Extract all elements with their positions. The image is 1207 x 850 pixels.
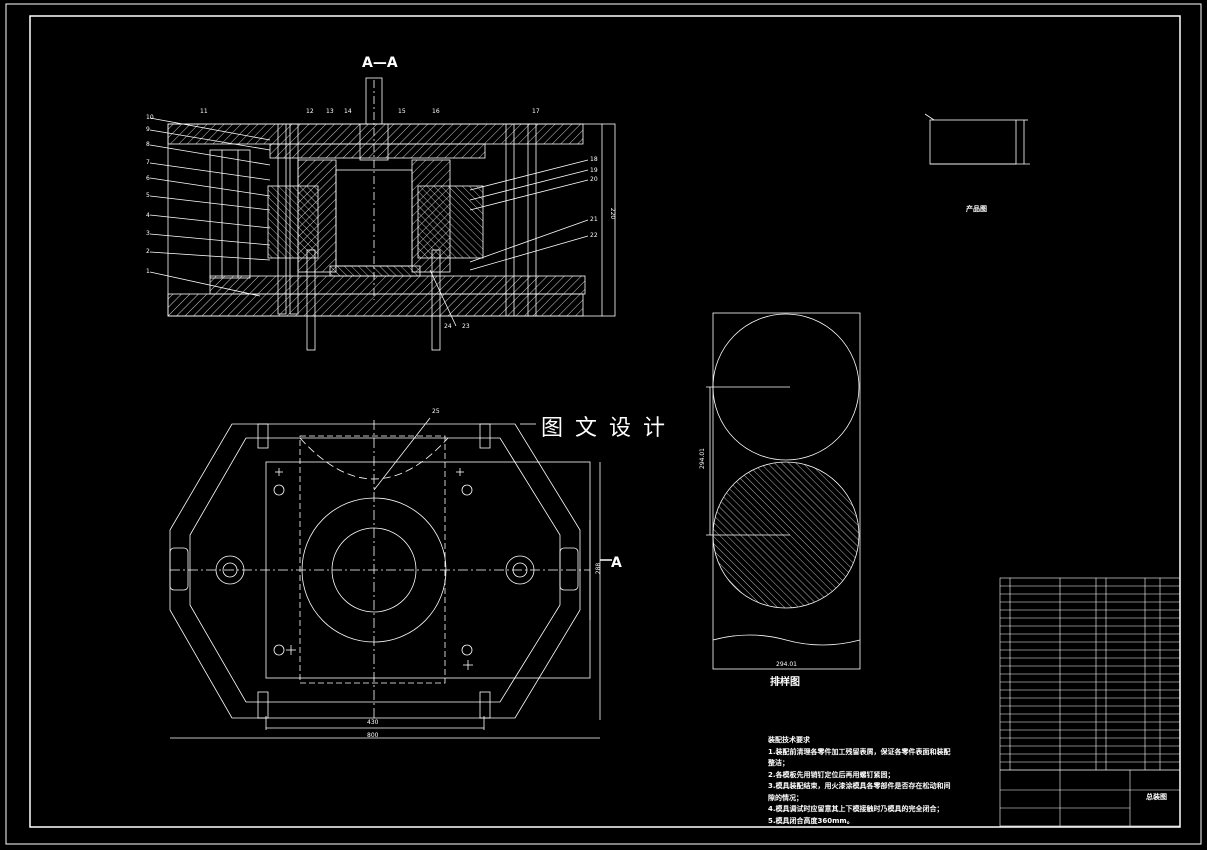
notes-line: 1.装配前清理各零件加工残留表屑，保证各零件表面和装配 xyxy=(768,747,951,756)
notes-line: 2.各模板先用销钉定位后再用螺钉紧固； xyxy=(768,770,895,779)
section-view xyxy=(149,77,616,351)
section-title: A—A xyxy=(362,55,398,71)
part-number-label: 6 xyxy=(146,175,150,182)
part-number-label: 20 xyxy=(590,176,598,183)
part-number-label: 24 xyxy=(444,323,452,330)
watermark: 图文设计 xyxy=(541,416,678,441)
part-number-label: 22 xyxy=(590,232,598,239)
dim-430: 430 xyxy=(367,719,379,726)
notes-heading: 装配技术要求 xyxy=(768,736,810,744)
plan-view xyxy=(169,417,612,739)
part-number-label: 23 xyxy=(462,323,470,330)
part-number-label: 4 xyxy=(146,212,150,219)
dim-layout-bottom: 294.01 xyxy=(776,661,797,668)
dim-800: 800 xyxy=(367,732,379,739)
part-number-label: 5 xyxy=(146,192,150,199)
inner-frame xyxy=(29,15,1181,828)
outer-frame xyxy=(5,3,1202,845)
part-number-label: 14 xyxy=(344,108,352,115)
title-block-name: 总装图 xyxy=(1146,793,1167,801)
part-number-label: 7 xyxy=(146,159,150,166)
assembly-notes: 装配技术要求 1.装配前清理各零件加工残留表屑，保证各零件表面和装配 整洁； 2… xyxy=(768,735,951,827)
dim-side: 220 xyxy=(609,207,617,220)
part-number-label: 16 xyxy=(432,108,440,115)
cutting-plane-label: A xyxy=(611,555,622,571)
dim-layout-pitch: 294.01 xyxy=(699,448,706,469)
notes-line: 5.模具闭合高度360mm。 xyxy=(768,816,854,825)
part-number-label: 25 xyxy=(432,408,440,415)
part-number-label: 12 xyxy=(306,108,314,115)
product-caption: 产品图 xyxy=(966,205,987,213)
part-number-label: 2 xyxy=(146,248,150,255)
part-number-label: 10 xyxy=(146,114,154,121)
dim-288: 288 xyxy=(595,562,603,575)
part-number-label: 18 xyxy=(590,156,598,163)
part-number-label: 21 xyxy=(590,216,598,223)
layout-diagram xyxy=(706,312,861,670)
notes-line: 4.模具调试时应留意其上下模接触时乃模具的完全闭合； xyxy=(768,805,944,813)
product-drawing xyxy=(924,113,1030,165)
part-number-label: 17 xyxy=(532,108,540,115)
layout-caption: 排样图 xyxy=(770,677,800,688)
part-number-label: 1 xyxy=(146,268,150,275)
part-number-label: 15 xyxy=(398,108,406,115)
part-number-label: 11 xyxy=(200,108,208,115)
part-number-label: 13 xyxy=(326,108,334,115)
part-number-label: 3 xyxy=(146,230,150,237)
notes-line: 3.模具装配结束，用火漆涂模具各零部件是否存在松动和间 xyxy=(768,782,951,790)
parts-list xyxy=(999,577,1181,827)
part-number-label: 8 xyxy=(146,141,150,148)
notes-line: 整洁； xyxy=(768,759,789,767)
part-number-label: 9 xyxy=(146,126,150,133)
part-number-label: 19 xyxy=(590,167,598,174)
notes-line: 隙的情况； xyxy=(768,793,803,802)
